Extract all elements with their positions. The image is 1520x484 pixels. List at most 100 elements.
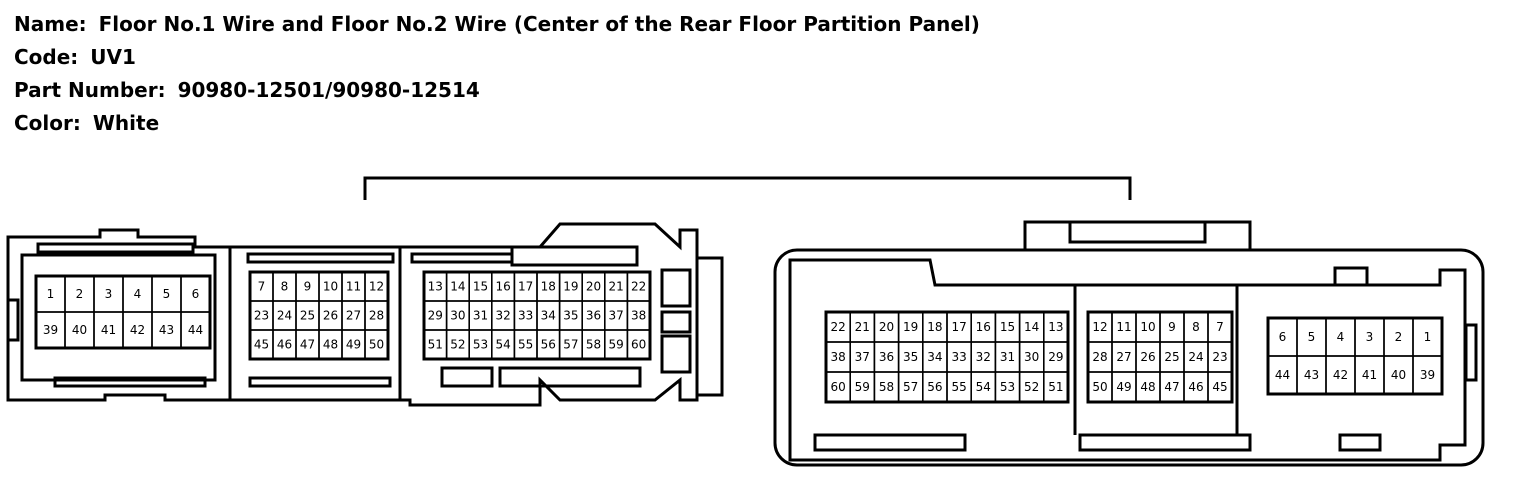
color-value: White [92,111,160,135]
left-latch [697,256,724,397]
pin-number: 17 [518,280,533,294]
pin-number: 9 [1168,320,1176,334]
pin-number: 5 [1308,330,1316,344]
right-bottom-slot-3 [1338,433,1382,452]
right-bottom-slot-1 [813,433,967,452]
pin-number: 28 [369,309,384,323]
pin-number: 54 [495,338,510,352]
left-bottom-slot-4 [498,366,642,388]
pin-number: 21 [608,280,623,294]
left-top-slot-2 [246,252,395,264]
left-side-tab-mid [660,310,692,334]
pin-number: 58 [586,338,601,352]
pin-number: 1 [47,287,55,301]
pin-cell [1412,355,1443,395]
pin-number: 21 [855,320,870,334]
pin-number: 32 [495,309,510,323]
name-value: Floor No.1 Wire and Floor No.2 Wire (Cen… [98,12,980,36]
pin-cell [364,329,389,360]
right-top-boss-inner [1068,220,1207,244]
mating-bracket [363,176,1132,200]
pin-number: 25 [1164,350,1179,364]
pin-number: 48 [1140,380,1155,394]
pin-number: 19 [563,280,578,294]
pin-number: 11 [346,280,361,294]
pin-number: 51 [1048,380,1063,394]
pin-number: 17 [951,320,966,334]
left-bottom-slot-2 [248,376,392,388]
pin-number: 41 [101,323,116,337]
pin-number: 13 [428,280,443,294]
pin-number: 35 [903,350,918,364]
code-value: UV1 [90,45,136,69]
pin-number: 22 [631,280,646,294]
pin-number: 11 [1116,320,1131,334]
pin-number: 43 [1304,368,1319,382]
pin-number: 49 [346,338,361,352]
pin-number: 59 [608,338,623,352]
pin-number: 7 [258,280,266,294]
pin-cell [1207,371,1233,403]
pin-number: 34 [927,350,942,364]
pin-number: 46 [277,338,292,352]
pin-number: 26 [1140,350,1155,364]
name-line: Name:Floor No.1 Wire and Floor No.2 Wire… [14,8,980,41]
pin-cell [1043,371,1069,403]
pin-number: 44 [188,323,203,337]
pin-number: 4 [134,287,142,301]
pin-number: 24 [277,309,292,323]
pin-number: 40 [72,323,87,337]
pin-number: 13 [1048,320,1063,334]
pin-number: 50 [1092,380,1107,394]
pin-number: 36 [879,350,894,364]
pin-number: 38 [830,350,845,364]
pin-number: 37 [608,309,623,323]
pin-number: 8 [281,280,289,294]
pin-number: 38 [631,309,646,323]
left-bottom-slot-3 [440,366,494,388]
right-top-tab [1333,266,1369,287]
pin-number: 40 [1391,368,1406,382]
pin-number: 31 [1000,350,1015,364]
pin-number: 19 [903,320,918,334]
pin-number: 52 [1024,380,1039,394]
pin-number: 60 [631,338,646,352]
left-top-slot-1 [36,242,195,254]
pin-number: 47 [300,338,315,352]
pin-number: 14 [1024,320,1039,334]
pin-number: 56 [541,338,556,352]
pin-number: 12 [1092,320,1107,334]
pin-number: 4 [1337,330,1345,344]
color-label: Color: [14,111,81,135]
pin-number: 18 [927,320,942,334]
pin-number: 23 [1212,350,1227,364]
left-top-slot-4 [510,245,639,267]
right-side-notch [1464,323,1478,382]
pin-number: 31 [473,309,488,323]
pin-number: 27 [1116,350,1131,364]
left-notch [8,298,20,342]
pin-number: 27 [346,309,361,323]
pin-number: 59 [855,380,870,394]
pin-number: 16 [976,320,991,334]
pin-number: 30 [450,309,465,323]
pin-number: 56 [927,380,942,394]
pin-number: 2 [76,287,84,301]
pin-number: 15 [1000,320,1015,334]
pin-number: 28 [1092,350,1107,364]
pin-number: 16 [495,280,510,294]
right-connector-inner-shell [788,258,1467,462]
pin-number: 12 [369,280,384,294]
pin-number: 26 [323,309,338,323]
left-side-tab-top [660,268,692,308]
pin-number: 53 [1000,380,1015,394]
pin-number: 24 [1188,350,1203,364]
pin-number: 58 [879,380,894,394]
left-connector-inner [20,253,217,382]
part-number-line: Part Number:90980-12501/90980-12514 [14,74,980,107]
pin-number: 29 [1048,350,1063,364]
